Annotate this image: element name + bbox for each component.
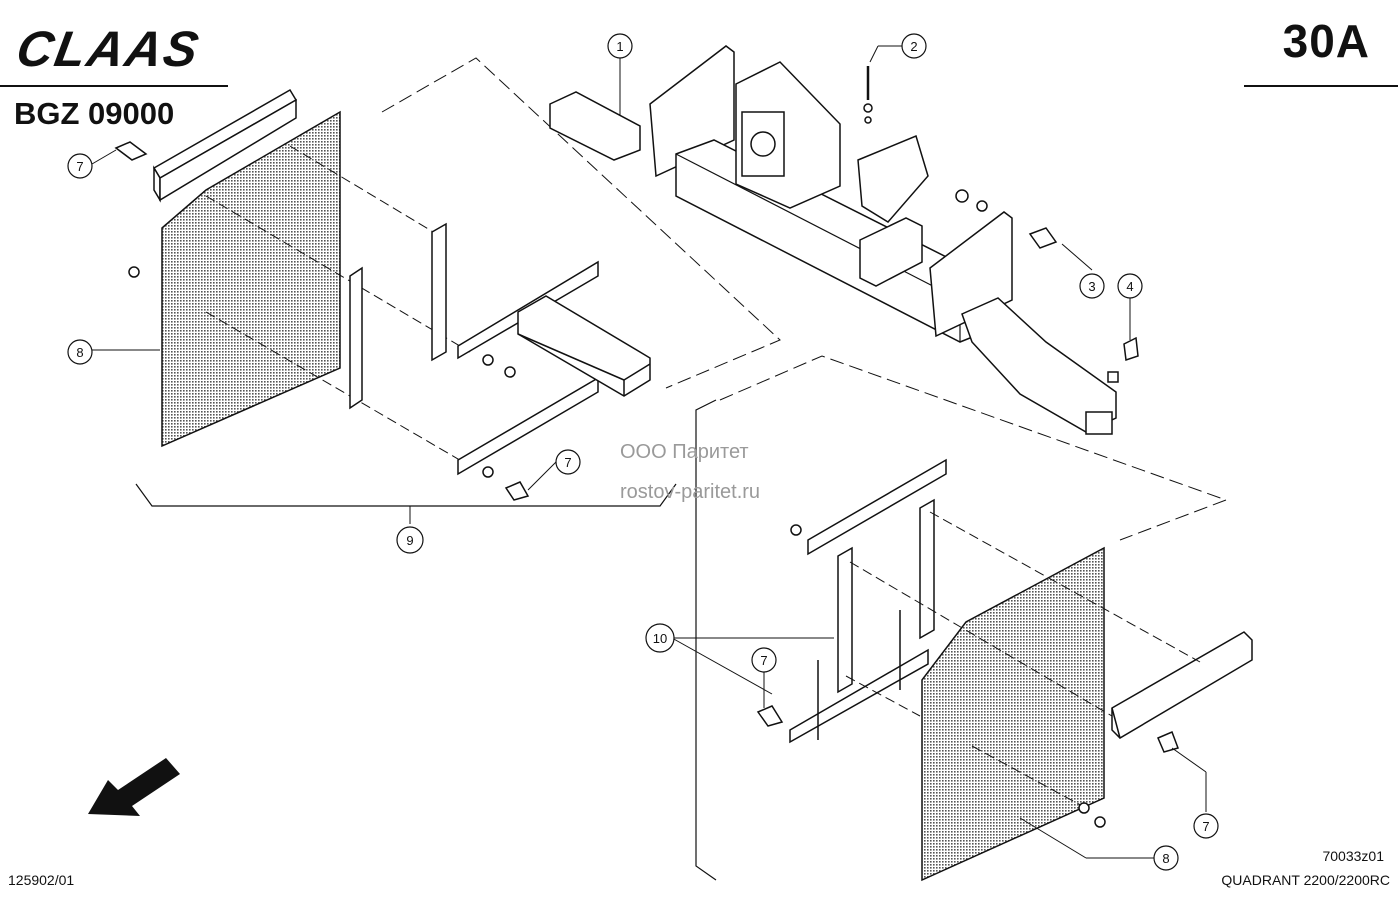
callout-7-top-left: 7	[67, 153, 93, 179]
left-strap-rear	[431, 222, 447, 362]
bolt-4	[1123, 336, 1139, 362]
left-mudflap-8	[161, 110, 341, 448]
callout-10: 10	[645, 623, 675, 653]
svg-text:7: 7	[564, 455, 571, 470]
svg-text:8: 8	[1162, 851, 1169, 866]
right-bolt-left	[756, 705, 784, 727]
left-assembly	[114, 57, 781, 501]
frame-right-drawbar	[961, 297, 1117, 433]
drawing-id: 125902/01	[8, 872, 75, 888]
direction-arrow-icon	[88, 758, 180, 816]
bolt-3	[1028, 227, 1058, 249]
svg-text:7: 7	[1202, 819, 1209, 834]
frame-drawbar-end	[1085, 411, 1113, 435]
svg-text:7: 7	[760, 653, 767, 668]
leader-lines	[91, 45, 1207, 859]
svg-text:7: 7	[76, 159, 83, 174]
left-nut-3	[482, 466, 494, 478]
main-frame-assembly	[549, 45, 1228, 541]
frame-hitch-block	[859, 217, 923, 287]
watermark-company: ООО Паритет	[620, 441, 749, 463]
callout-3: 3	[1079, 273, 1105, 299]
callout-7-right-bottom: 7	[1193, 813, 1219, 839]
frame-bracket	[857, 134, 929, 223]
left-bolt-bottom	[504, 481, 530, 501]
callout-9: 9	[396, 526, 424, 554]
group-brackets	[135, 399, 717, 881]
callout-4: 4	[1117, 273, 1143, 299]
claas-logo: CLAAS	[12, 20, 204, 77]
right-nut-3	[1094, 816, 1106, 828]
callout-balloons: 1 2 3 4 7 7 7 7 8 8 9 10	[67, 33, 1219, 871]
right-bar-top	[807, 458, 947, 556]
callout-7-left-bottom: 7	[555, 449, 581, 475]
right-mudflap-8	[921, 546, 1105, 882]
callout-2: 2	[901, 33, 927, 59]
right-strap-front	[837, 546, 853, 694]
right-bolt-right	[1157, 731, 1179, 753]
svg-text:3: 3	[1088, 279, 1095, 294]
right-strap-rear	[919, 498, 935, 640]
right-bar-bottom	[789, 648, 929, 744]
svg-text:CLAAS: CLAAS	[12, 20, 204, 77]
svg-text:1: 1	[616, 39, 623, 54]
bracket-9	[135, 483, 677, 507]
image-code: 70033z01	[1322, 848, 1384, 864]
page-number: 30A	[1282, 15, 1370, 67]
left-bolt-top	[114, 141, 148, 161]
svg-text:8: 8	[76, 345, 83, 360]
callout-8-right: 8	[1153, 845, 1179, 871]
watermark-site: rostov-paritet.ru	[620, 481, 761, 503]
callout-1: 1	[607, 33, 633, 59]
frame-dashed-outline	[719, 355, 1228, 541]
model-name: QUADRANT 2200/2200RC	[1221, 872, 1390, 888]
right-nut-1	[790, 524, 802, 536]
right-assembly	[756, 458, 1253, 882]
group-code: BGZ 09000	[14, 96, 175, 131]
svg-text:4: 4	[1126, 279, 1133, 294]
svg-text:9: 9	[406, 533, 413, 548]
left-square-tube	[517, 295, 651, 397]
left-bar-bottom	[457, 376, 599, 476]
left-dashed-outline	[381, 57, 781, 389]
right-nut-2	[1078, 802, 1090, 814]
left-nut-4	[128, 266, 140, 278]
left-nut-1	[482, 354, 494, 366]
callout-7-right-left: 7	[751, 647, 777, 673]
bracket-10	[695, 399, 717, 881]
svg-text:10: 10	[653, 631, 667, 646]
right-rear-angle	[1111, 631, 1253, 739]
frame-left-stub	[549, 91, 641, 161]
svg-text:2: 2	[910, 39, 917, 54]
left-nut-2	[504, 366, 516, 378]
left-strap-front	[349, 266, 363, 410]
callout-8-left: 8	[67, 339, 93, 365]
